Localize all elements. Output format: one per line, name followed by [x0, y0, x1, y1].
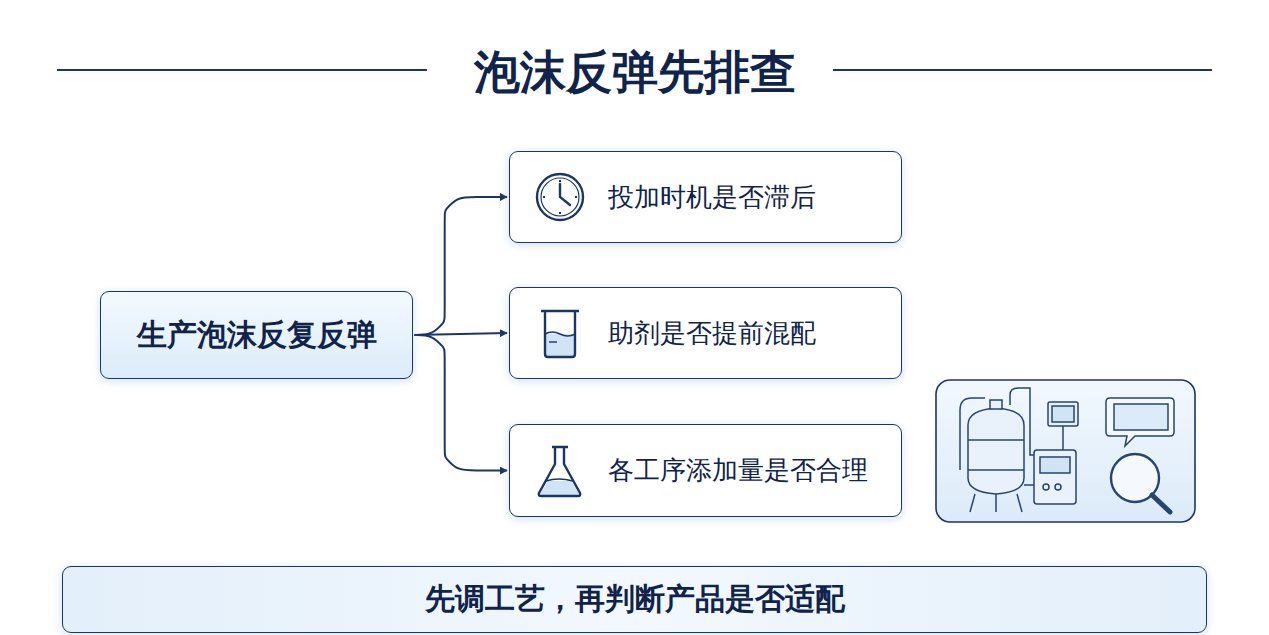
- title: 泡沫反弹先排查: [474, 46, 796, 98]
- connector-arrow: [414, 197, 507, 335]
- beaker-icon: [541, 311, 579, 357]
- flask-icon: [539, 447, 581, 496]
- equipment-panel: [936, 380, 1195, 522]
- title-rule: [57, 69, 427, 71]
- check-box: 投加时机是否滞后: [509, 151, 902, 243]
- node-text: 各工序添加量是否合理: [608, 453, 868, 488]
- title-rule: [833, 69, 1212, 71]
- connector-arrow: [414, 333, 507, 335]
- node-text: 先调工艺，再判断产品是否适配: [425, 579, 845, 620]
- node-text: 生产泡沫反复反弹: [137, 315, 377, 356]
- node-text: 助剂是否提前混配: [608, 316, 816, 351]
- connector-arrow: [414, 335, 507, 471]
- title-box: 泡沫反弹先排查: [0, 42, 1269, 104]
- check-box: 各工序添加量是否合理: [509, 424, 902, 517]
- check-box: 助剂是否提前混配: [509, 287, 902, 379]
- clock-icon: [537, 174, 583, 220]
- conclusion-band: 先调工艺，再判断产品是否适配: [62, 566, 1207, 633]
- node-text: 投加时机是否滞后: [608, 180, 816, 215]
- source-box: 生产泡沫反复反弹: [100, 291, 413, 379]
